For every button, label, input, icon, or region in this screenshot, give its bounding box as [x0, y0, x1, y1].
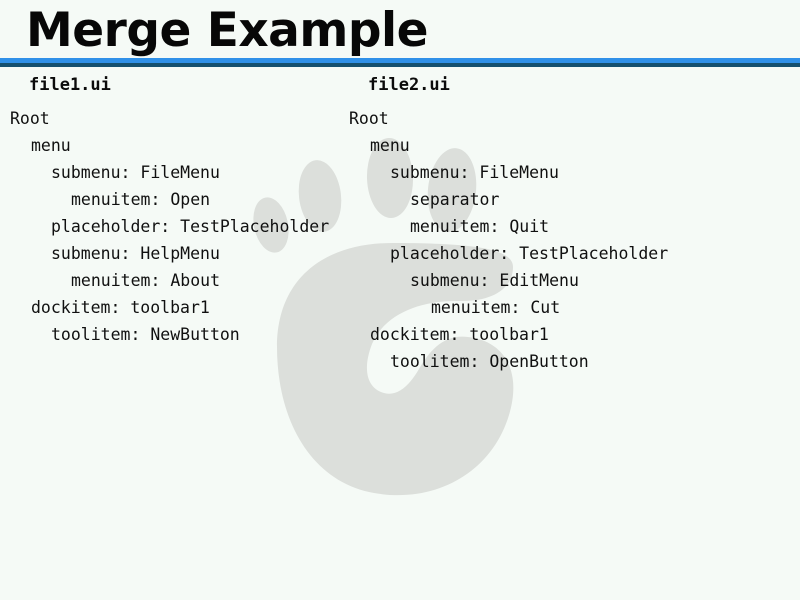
tree-row: toolitem: OpenButton	[390, 352, 589, 371]
tree-file2: Root menu submenu: FileMenu separator menuit…	[349, 105, 779, 375]
tree-row: submenu: FileMenu	[390, 163, 559, 182]
tree-row: submenu: HelpMenu	[51, 244, 220, 263]
tree-row: placeholder: TestPlaceholder	[390, 244, 669, 263]
page-title: Merge Example	[26, 3, 428, 58]
tree-row: menuitem: About	[71, 271, 221, 290]
tree-row: toolitem: NewButton	[51, 325, 240, 344]
header-rule-dark	[0, 63, 800, 67]
tree-row: dockitem: toolbar1	[370, 325, 549, 344]
column-file2: file2.ui Root menu submenu: FileMenu separa…	[349, 74, 779, 375]
tree-row: separator	[410, 190, 500, 209]
header-rule-light	[0, 58, 800, 63]
tree-row: menuitem: Open	[71, 190, 211, 209]
column-heading-file1: file1.ui	[29, 75, 111, 95]
tree-row: submenu: FileMenu	[51, 163, 220, 182]
tree-row: submenu: EditMenu	[410, 271, 579, 290]
tree-row: Root	[10, 109, 50, 128]
tree-file1: Root menu submenu: FileMenu menuitem: Open p…	[10, 105, 350, 348]
column-file1: file1.ui Root menu submenu: FileMenu menuit…	[10, 74, 350, 348]
tree-row: menu	[370, 136, 410, 155]
column-heading-file2: file2.ui	[368, 75, 450, 95]
tree-row: menu	[31, 136, 71, 155]
tree-row: dockitem: toolbar1	[31, 298, 210, 317]
tree-row: menuitem: Cut	[431, 298, 561, 317]
tree-row: menuitem: Quit	[410, 217, 550, 236]
tree-row: Root	[349, 109, 389, 128]
tree-row: placeholder: TestPlaceholder	[51, 217, 330, 236]
